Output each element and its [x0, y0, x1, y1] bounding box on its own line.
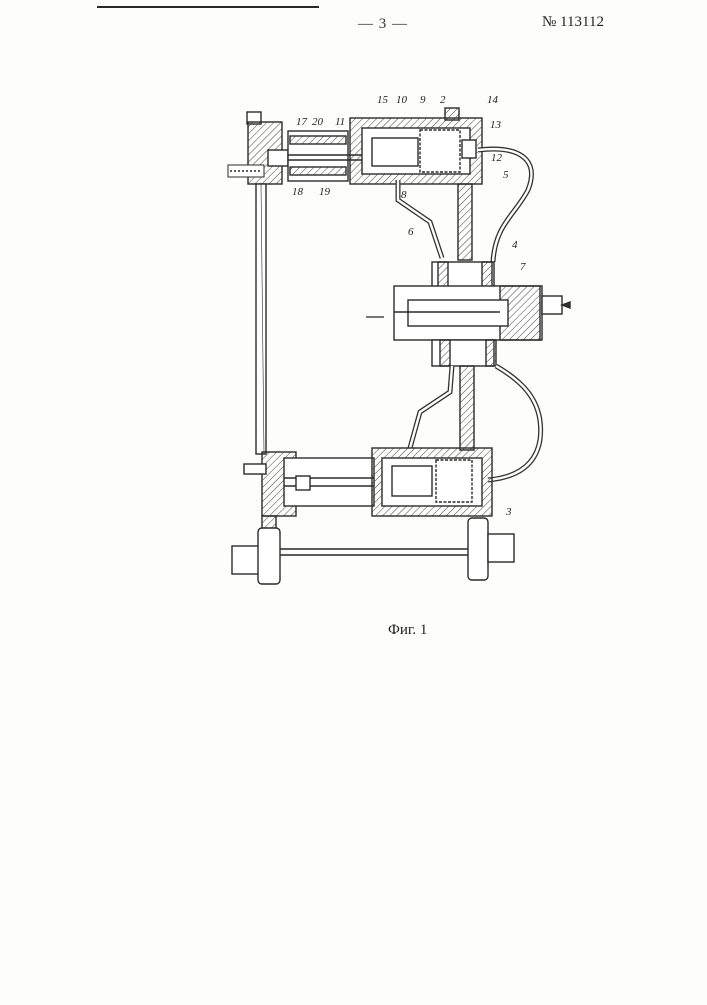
svg-text:5: 5 — [503, 169, 509, 181]
upper-piston-rod — [372, 138, 418, 166]
svg-text:17: 17 — [296, 116, 308, 128]
upper-port — [462, 140, 476, 158]
svg-text:20: 20 — [312, 116, 324, 128]
svg-text:13: 13 — [490, 119, 502, 131]
svg-text:6: 6 — [408, 226, 414, 238]
frame-post — [256, 184, 266, 454]
svg-text:2: 2 — [440, 94, 446, 106]
right-wheel-3 — [468, 518, 488, 580]
svg-text:8: 8 — [401, 189, 407, 201]
svg-text:10: 10 — [396, 94, 408, 106]
left-wheel — [258, 528, 280, 584]
nut-17 — [268, 150, 288, 166]
svg-text:7: 7 — [520, 261, 526, 273]
upper-spring — [420, 130, 460, 172]
svg-text:18: 18 — [292, 186, 304, 198]
left-hub — [232, 546, 260, 574]
svg-text:9: 9 — [420, 94, 426, 106]
figure-caption: Фиг. 1 — [388, 622, 427, 639]
svg-text:3: 3 — [505, 506, 512, 518]
valve-nipple — [542, 296, 562, 314]
svg-text:11: 11 — [335, 116, 345, 128]
lower-support-column — [460, 366, 474, 450]
upper-support-column — [458, 184, 472, 260]
svg-text:14: 14 — [487, 94, 499, 106]
right-hub — [488, 534, 514, 562]
svg-text:4: 4 — [512, 239, 518, 251]
svg-text:15: 15 — [377, 94, 389, 106]
svg-text:12: 12 — [491, 152, 503, 164]
svg-text:19: 19 — [319, 186, 331, 198]
